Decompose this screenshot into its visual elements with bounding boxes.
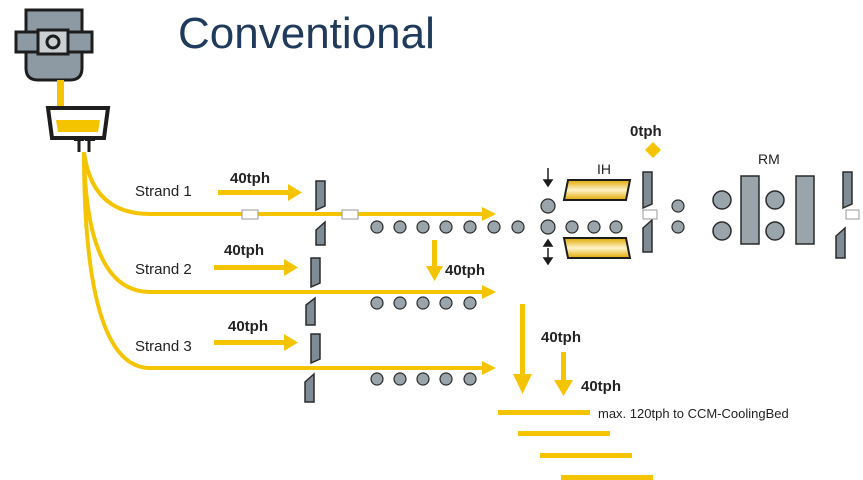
strand-2-rate-arrow: [284, 259, 298, 276]
shear-upper: [315, 180, 326, 212]
marker: [341, 209, 359, 220]
pinch-arrows-icon: [542, 168, 554, 266]
strand-2-label: Strand 2: [135, 261, 192, 278]
cooling-bed: [498, 410, 653, 480]
shear-upper: [310, 257, 321, 289]
strand-2-end-arrow: [482, 285, 496, 299]
strand-3-end-arrow: [482, 361, 496, 375]
rollers-strand-2: [370, 296, 477, 310]
shear-lower: [305, 296, 316, 326]
strand-3-label: Strand 3: [135, 338, 192, 355]
shear-upper: [842, 171, 853, 210]
shear-upper: [642, 171, 653, 210]
page-title: Conventional: [178, 9, 435, 58]
strand-1-label: Strand 1: [135, 183, 192, 200]
ih-label: IH: [597, 161, 611, 177]
ih-rollers: [565, 220, 623, 234]
strand-1-rate-arrow: [288, 184, 302, 201]
cooling-bed-rate-b: 40tph: [581, 378, 621, 395]
cooling-bed-arrow-a: [513, 374, 532, 394]
marker: [642, 209, 658, 220]
ladle-icon: [14, 8, 94, 82]
strand-3-rate-arrow: [284, 334, 298, 351]
strand-1-rate: 40tph: [230, 170, 270, 187]
tundish-icon: [45, 106, 111, 152]
induction-heater: [562, 179, 632, 259]
strand-3-line: [82, 151, 485, 370]
rm-label: RM: [758, 151, 780, 167]
strand-2-down-arrow: [426, 266, 443, 281]
strand-1-line: [82, 151, 485, 216]
strand-1-end-arrow: [482, 207, 496, 221]
shear-upper: [310, 333, 321, 365]
ih-feed-rate: 0tph: [630, 123, 662, 140]
strand-2-rate: 40tph: [224, 242, 264, 259]
rollers-strand-3: [370, 372, 477, 386]
shear-lower: [642, 218, 653, 253]
rollers-strand-1: [370, 220, 525, 234]
cooling-bed-rate-a: 40tph: [541, 329, 581, 346]
ih-feed-diamond: [645, 142, 661, 158]
ladle-stream: [57, 80, 64, 118]
strand-3-rate: 40tph: [228, 318, 268, 335]
marker: [845, 209, 860, 220]
pinch-roll: [540, 198, 556, 235]
shear-lower: [315, 220, 326, 246]
shear-lower: [304, 372, 315, 403]
strand-2-down-rate: 40tph: [445, 262, 485, 279]
shear-lower: [835, 226, 846, 259]
cooling-bed-arrow-b: [554, 380, 573, 396]
rolling-mill: [712, 175, 815, 245]
marker: [241, 209, 259, 220]
cooling-bed-note: max. 120tph to CCM-CoolingBed: [598, 406, 789, 421]
pre-rm-rollers: [671, 199, 685, 234]
